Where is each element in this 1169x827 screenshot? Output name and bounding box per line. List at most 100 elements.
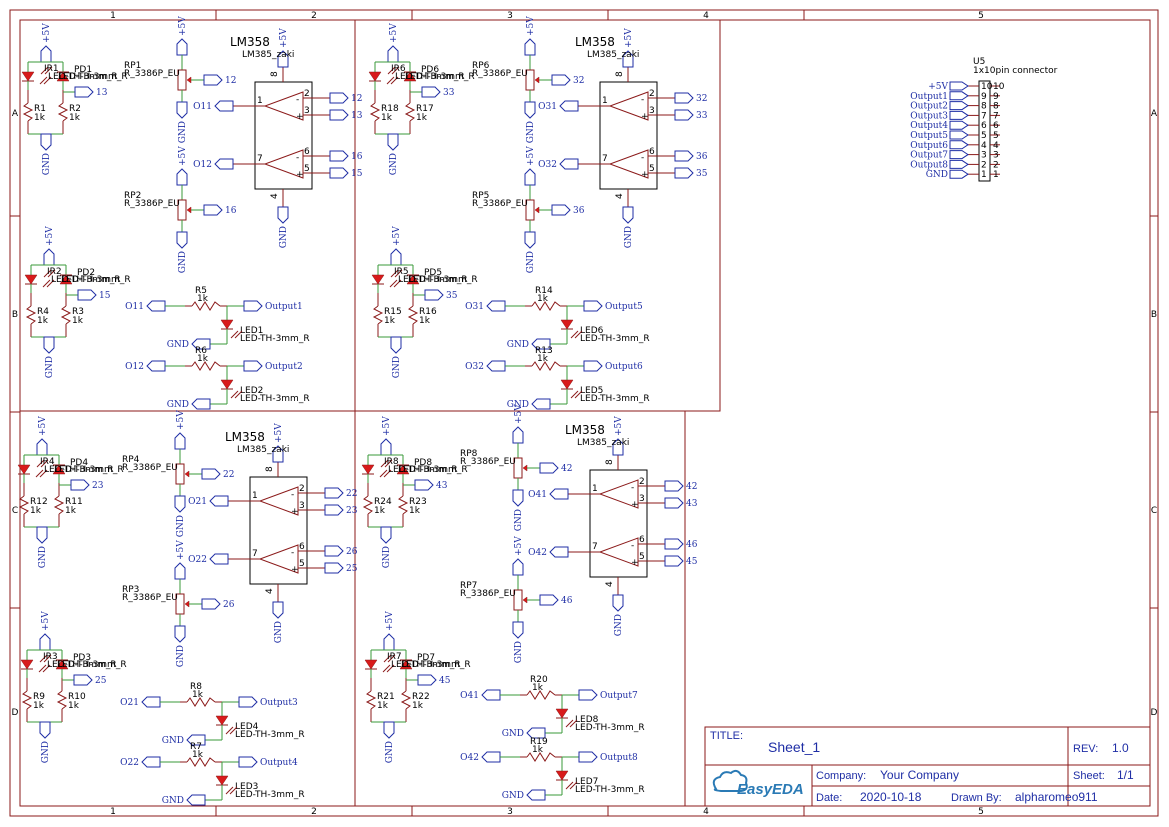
- net-label: 15: [329, 167, 363, 179]
- pin-number: 1: [602, 96, 608, 106]
- power-port: +5V: [174, 410, 186, 450]
- net-label: O12: [193, 158, 234, 170]
- connector-net-label: Output2: [910, 102, 948, 112]
- net-label: Output7: [578, 689, 638, 701]
- connector-pin-number: 10: [981, 82, 993, 92]
- resistor-ref: R14: [535, 286, 553, 296]
- diode-value: LED-TH-3mm_R: [48, 72, 118, 82]
- arrow: [234, 390, 243, 399]
- resistor-ref: R11: [65, 497, 83, 507]
- diode-value: LED-TH-3mm_R: [405, 72, 475, 82]
- connector-pin-number: 6: [981, 121, 987, 131]
- pin-number: 5: [299, 559, 305, 569]
- pd-ref: PD8: [414, 458, 432, 468]
- resistor-body: [372, 305, 384, 325]
- power-port: +5V: [176, 146, 188, 186]
- resistor: [180, 757, 222, 767]
- net-flag: [481, 751, 501, 763]
- net-label: 33: [421, 86, 455, 98]
- port-flag: [272, 601, 284, 619]
- connector-pin-number: 3: [981, 151, 987, 161]
- arrow: [387, 66, 396, 75]
- sign: +: [631, 558, 639, 568]
- net-label: O42: [528, 546, 569, 558]
- port-name: GND: [279, 226, 289, 248]
- light-arrows: [225, 786, 238, 795]
- resistor-body: [53, 495, 65, 515]
- pin-number: 4: [265, 588, 275, 594]
- led-symbol: [21, 71, 35, 82]
- opamp-triangle: [598, 537, 639, 567]
- sign: +: [631, 500, 639, 510]
- connector-net-label: Output7: [910, 151, 948, 161]
- port-flag: [612, 438, 624, 456]
- connector-pin-number: 8: [981, 102, 987, 112]
- net-label: 15: [77, 289, 111, 301]
- net-label: O31: [465, 300, 506, 312]
- light-arrows: [570, 390, 583, 399]
- net-label: GND: [507, 338, 551, 350]
- pd-ref: PD4: [70, 458, 88, 468]
- port-name: +5V: [392, 226, 402, 246]
- resistor-value: 1k: [532, 745, 544, 755]
- port-name: GND: [42, 153, 52, 175]
- pin-number: 3: [649, 106, 655, 116]
- net-name: 42: [561, 464, 572, 474]
- date-label: Date:: [816, 792, 842, 804]
- net-label: O32: [465, 360, 506, 372]
- resistor-body: [25, 305, 37, 325]
- led-triangle: [555, 770, 569, 781]
- arrow: [234, 330, 243, 339]
- resistor-value: 1k: [68, 701, 80, 711]
- sign: +: [641, 170, 649, 180]
- power-port: +5V: [277, 28, 289, 68]
- port-flag: [174, 562, 186, 580]
- port-name: +5V: [279, 28, 289, 48]
- connector-net-label: Output3: [910, 111, 948, 121]
- zone-row-label: A: [1151, 109, 1158, 119]
- port-name: GND: [176, 645, 186, 667]
- net-name: 43: [436, 481, 448, 491]
- arrow: [570, 330, 579, 339]
- arrow: [383, 654, 392, 663]
- ic-subtitle: LM385_zaki: [242, 50, 294, 60]
- net-flag: [531, 338, 551, 350]
- led-triangle: [364, 659, 378, 670]
- pot-value: R_3386P_EU: [460, 457, 516, 467]
- ground-port: GND: [176, 101, 188, 143]
- resistor-value: 1k: [37, 316, 49, 326]
- net-label: 22: [201, 468, 234, 480]
- power-port: +5V: [383, 611, 395, 651]
- arrow: [47, 269, 56, 278]
- ground-port: GND: [387, 133, 399, 175]
- net-flag: [551, 204, 571, 216]
- net-label: 32: [551, 74, 584, 86]
- ground-port: GND: [380, 526, 392, 568]
- light-arrows: [230, 390, 243, 399]
- net-name: 35: [696, 169, 708, 179]
- net-name: O22: [120, 758, 139, 768]
- resistor-value: 1k: [374, 506, 386, 516]
- company-value: Your Company: [880, 768, 959, 782]
- led-triangle: [361, 464, 375, 475]
- zone-row-label: D: [1151, 708, 1158, 718]
- zone-col-label: 4: [703, 807, 709, 817]
- net-flag: [539, 462, 559, 474]
- net-label: 46: [539, 594, 573, 606]
- arrow: [39, 654, 48, 663]
- zone-col-label: 2: [311, 807, 317, 817]
- net-flag: [414, 479, 434, 491]
- net-name: 23: [346, 506, 358, 516]
- port-flag: [43, 336, 55, 354]
- pin-number: 7: [252, 549, 258, 559]
- net-label: 43: [414, 479, 448, 491]
- light-arrows: [35, 469, 48, 478]
- pin-number: 4: [270, 193, 280, 199]
- opamp-triangle: [258, 544, 299, 574]
- net-label: 35: [424, 289, 458, 301]
- diode-value: LED-TH-3mm_R: [51, 275, 121, 285]
- light-arrows: [225, 726, 238, 735]
- port-name: GND: [178, 121, 188, 143]
